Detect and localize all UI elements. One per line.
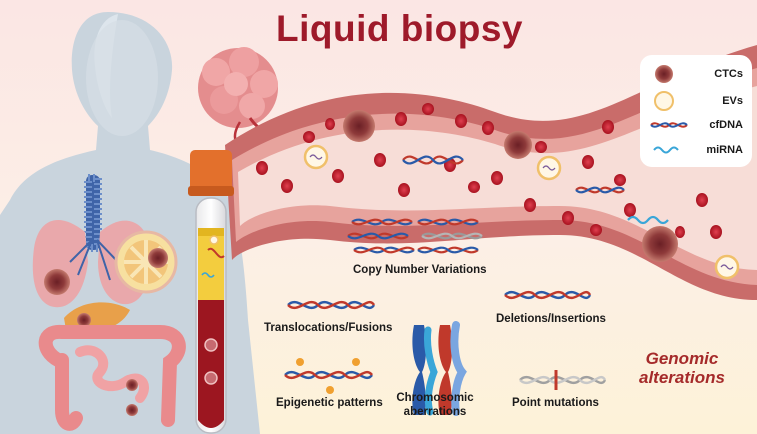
breast-tissue-icon xyxy=(114,230,178,294)
rbc xyxy=(398,183,410,197)
dna-helix-icon xyxy=(575,186,625,194)
extracellular-vesicle-icon xyxy=(303,144,329,170)
rna-wave-icon xyxy=(627,215,669,225)
chromosome-icon xyxy=(412,321,467,416)
red-blood-cells xyxy=(256,103,722,239)
rbc xyxy=(524,198,536,212)
rbc xyxy=(395,112,407,126)
deletions-insertions-label: Deletions/Insertions xyxy=(496,313,606,325)
rbc xyxy=(562,211,574,225)
extracellular-vesicle-icon xyxy=(654,91,674,111)
extracellular-vesicle-icon xyxy=(714,254,740,280)
chromosomic-aberrations-label: Chromosomic aberrations xyxy=(396,392,474,418)
legend-label-mirna: miRNA xyxy=(706,144,743,156)
dna-helix-icon xyxy=(650,122,688,128)
ctc-cell-icon xyxy=(504,131,532,159)
rbc xyxy=(590,224,602,236)
ctc-cells xyxy=(343,110,678,262)
rbc xyxy=(281,179,293,193)
rbc xyxy=(696,193,708,207)
cfdna-fragments xyxy=(402,155,625,194)
extracellular-vesicles xyxy=(303,144,740,280)
translocation-dna-icon xyxy=(287,300,376,310)
rbc xyxy=(468,181,480,193)
translocations-fusions-label: Translocations/Fusions xyxy=(264,322,393,334)
rbc xyxy=(422,103,434,115)
copy-number-dna-icons xyxy=(347,218,483,254)
ctc-cell-icon xyxy=(642,226,678,262)
rbc xyxy=(602,120,614,134)
legend-label-ctcs: CTCs xyxy=(714,68,743,80)
copy-number-variations-label: Copy Number Variations xyxy=(353,264,487,276)
intestines-icon xyxy=(38,324,186,431)
point-mutations-label: Point mutations xyxy=(512,397,599,409)
rbc xyxy=(332,169,344,183)
rbc xyxy=(710,225,722,239)
rbc xyxy=(491,171,503,185)
epigenetic-patterns-label: Epigenetic patterns xyxy=(276,397,383,409)
legend-box xyxy=(640,55,752,167)
rbc xyxy=(535,141,547,153)
ctc-cell-icon xyxy=(343,110,375,142)
rbc xyxy=(303,131,315,143)
rbc xyxy=(624,203,636,217)
legend-label-cfdna: cfDNA xyxy=(709,119,743,131)
pancreas-icon xyxy=(64,302,130,333)
point-mutation-dna-icon xyxy=(519,370,607,390)
blood-collection-tube-icon xyxy=(188,150,234,434)
rbc xyxy=(325,118,335,130)
page-title: Liquid biopsy xyxy=(276,8,523,49)
rbc xyxy=(374,153,386,167)
epigenetic-dna-icon xyxy=(284,358,373,394)
dna-helix-icon xyxy=(402,155,464,165)
genomic-alterations-label: Genomic alterations xyxy=(639,349,725,387)
ctc-cell-icon xyxy=(655,65,673,83)
extracellular-vesicle-icon xyxy=(536,155,562,181)
rna-wave-icon xyxy=(653,146,679,154)
rbc xyxy=(582,155,594,169)
legend-label-evs: EVs xyxy=(722,95,743,107)
deletion-dna-icon xyxy=(504,290,592,300)
rbc xyxy=(482,121,494,135)
rbc xyxy=(614,174,626,186)
rbc xyxy=(675,226,685,238)
rbc xyxy=(455,114,467,128)
rbc xyxy=(256,161,268,175)
